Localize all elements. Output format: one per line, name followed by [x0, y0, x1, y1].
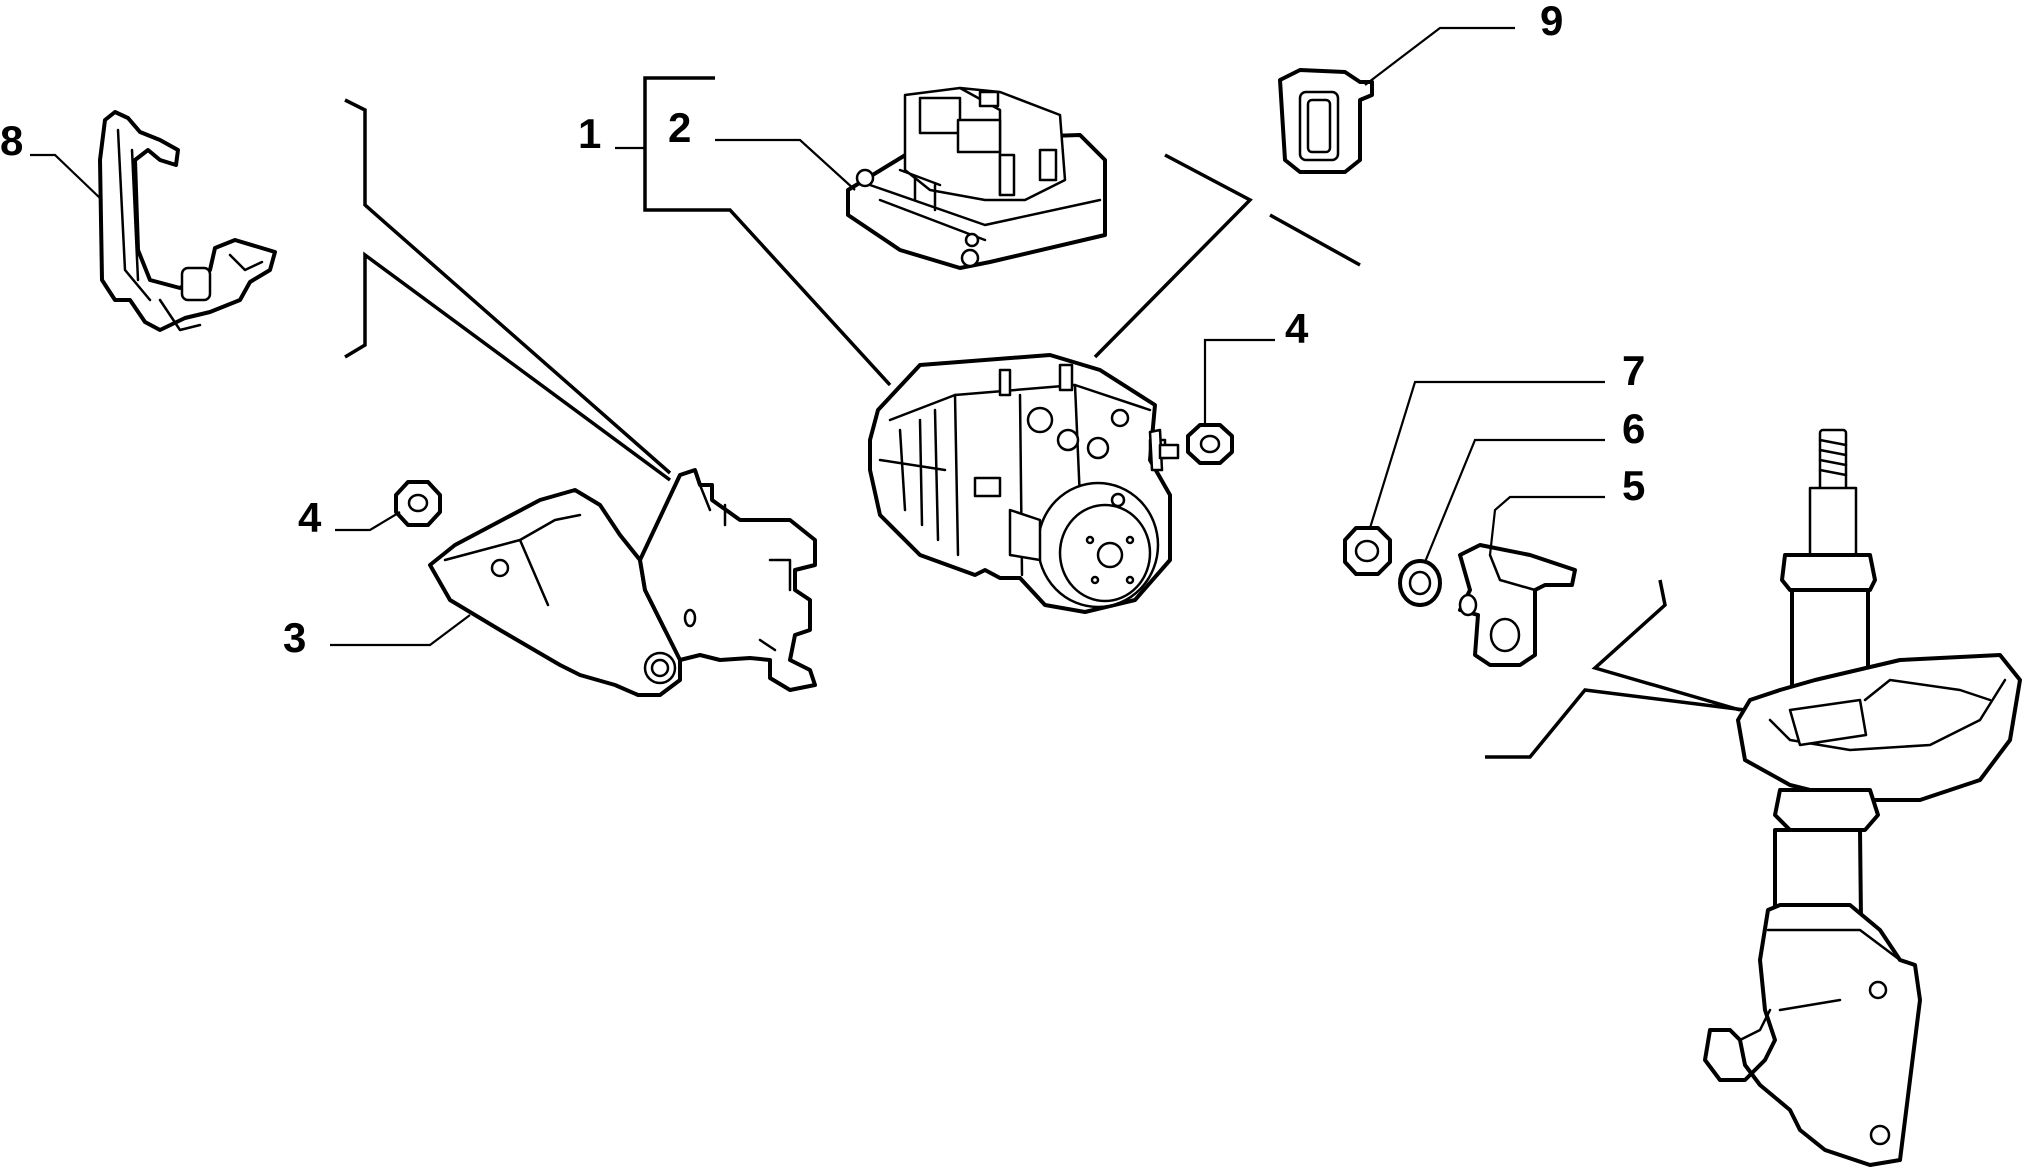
callout-4-left: 4	[298, 494, 322, 541]
part-6-washer	[1398, 559, 1442, 607]
leader-9	[1364, 26, 1515, 86]
bracket-left-upper	[344, 98, 672, 475]
callout-9: 9	[1540, 0, 1563, 44]
bracket-left-lower	[344, 251, 672, 482]
leader-2	[715, 138, 856, 191]
shock-absorber-strut	[1703, 428, 2022, 1167]
callout-4-right: 4	[1285, 305, 1309, 352]
leader-7	[1368, 380, 1605, 529]
callout-8: 8	[0, 117, 23, 164]
bracket-right-upper	[1591, 579, 1741, 712]
bracket-item-1	[643, 76, 892, 387]
callout-1: 1	[578, 110, 601, 157]
leader-6	[1423, 438, 1605, 563]
part-7-nut	[1343, 526, 1392, 576]
callout-numbers: 1 2 3 4 4 5 6 7 8 9	[0, 0, 1645, 661]
leader-3	[330, 614, 471, 647]
part-4-nut-lower	[394, 480, 442, 527]
part-1-abs-hydraulic-unit	[868, 353, 1180, 614]
leader-4-left	[335, 511, 401, 532]
bracket-unit-upper	[1093, 153, 1253, 359]
part-8-clip-bracket	[98, 110, 277, 332]
callout-7: 7	[1622, 347, 1645, 394]
callout-2: 2	[668, 104, 691, 151]
leader-5	[1488, 495, 1605, 556]
part-4-nut-upper	[1186, 423, 1234, 465]
leader-8	[30, 153, 103, 201]
callout-5: 5	[1622, 462, 1645, 509]
bracket-unit-upper-b	[1269, 213, 1361, 267]
assembly-brackets	[344, 76, 1746, 759]
part-2-electronic-control-unit	[846, 86, 1107, 270]
bracket-right-lower	[1485, 688, 1746, 759]
part-9-retaining-clip	[1278, 68, 1374, 174]
part-5-sensor-bracket	[1458, 543, 1577, 667]
part-3-mounting-bracket	[428, 468, 817, 697]
leader-4-right	[1203, 338, 1275, 424]
callout-leaders	[30, 26, 1605, 647]
callout-3: 3	[283, 614, 306, 661]
callout-6: 6	[1622, 405, 1645, 452]
